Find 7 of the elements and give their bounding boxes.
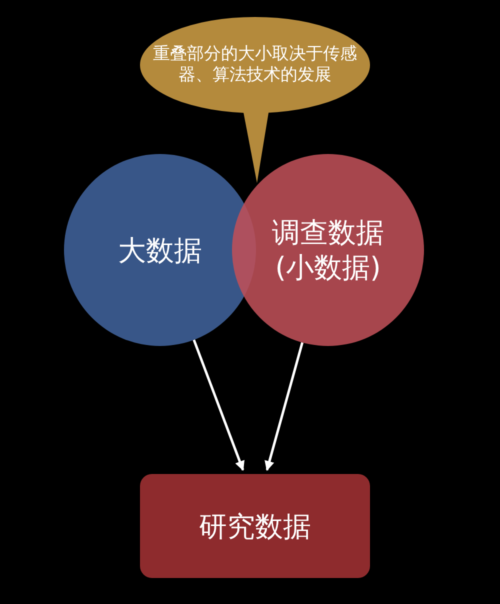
node-label: 调查数据(小数据) bbox=[271, 215, 385, 285]
result-box bbox=[140, 474, 370, 578]
node-label: 研究数据 bbox=[198, 508, 312, 544]
callout-text: 重叠部分的大小取决于传感器、算法技术的发展 bbox=[152, 44, 358, 86]
arrow bbox=[264, 342, 304, 471]
node-label: 大数据 bbox=[117, 232, 203, 268]
arrow bbox=[192, 339, 244, 471]
